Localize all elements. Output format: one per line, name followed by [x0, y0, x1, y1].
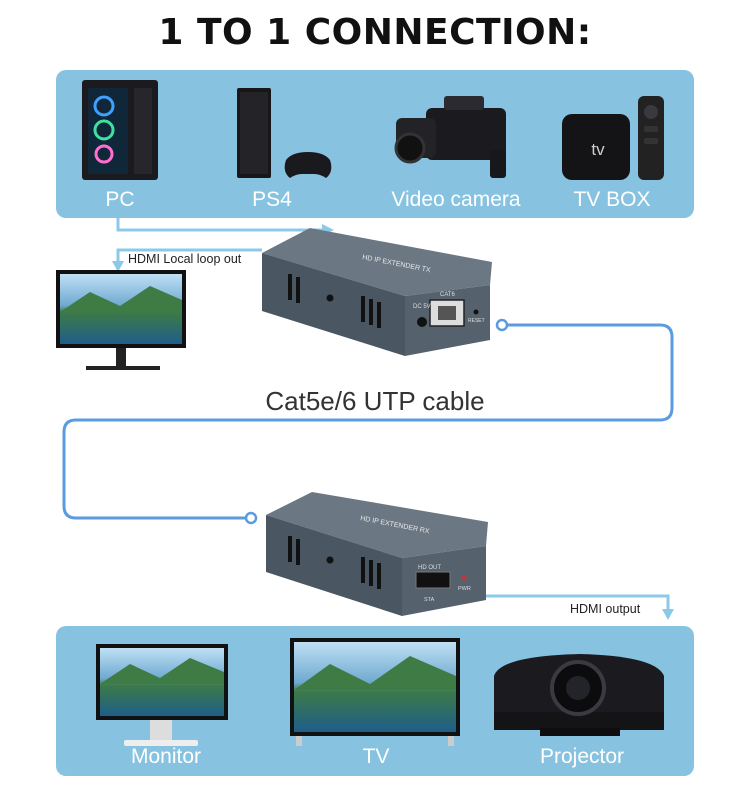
output-label-projector: Projector: [539, 745, 625, 768]
output-arrow-line: [478, 594, 670, 610]
loop-arrowhead: [112, 261, 124, 272]
loop-arrow-line: [116, 248, 262, 262]
cat-cable-line: [62, 323, 674, 520]
source-label-video-camera: Video camera: [391, 188, 521, 211]
tx-port-label: CAT6: [440, 292, 456, 298]
output-label-monitor: Monitor: [130, 745, 202, 768]
output-arrowhead: [662, 609, 674, 620]
transmitter-box: HD IP EXTENDER TX CAT6 DC 5V RESET: [262, 228, 492, 356]
page-title: 1 TO 1 CONNECTION:: [158, 12, 592, 53]
source-label-tv-box: TV BOX: [573, 188, 651, 211]
rx-hdmi-port: [415, 571, 451, 589]
loop-monitor-icon: [56, 270, 186, 370]
source-label-ps4: PS4: [252, 188, 292, 211]
hdmi-output-label: HDMI output: [570, 602, 641, 616]
tx-dc-jack: [417, 317, 427, 327]
monitor-icon: [96, 644, 228, 746]
receiver-box: HD IP EXTENDER RX HD OUT STA PWR: [266, 492, 488, 616]
ps4-console-icon: [237, 88, 332, 178]
tv-box-icon: tv: [562, 96, 664, 180]
cable-label: Cat5e/6 UTP cable: [265, 386, 485, 416]
loop-out-label: HDMI Local loop out: [128, 252, 242, 266]
tx-cable-connector: [495, 318, 509, 332]
output-label-tv: TV: [362, 745, 390, 768]
rx-pwr-label: PWR: [458, 586, 471, 592]
source-label-pc: PC: [105, 188, 135, 211]
input-arrow-line: [116, 218, 322, 232]
tx-dc-label: DC 5V: [413, 304, 431, 310]
rx-sta-label: STA: [424, 597, 435, 603]
pc-tower-icon: [82, 80, 158, 180]
projector-icon: [494, 654, 664, 736]
rx-hd-out-label: HD OUT: [418, 565, 441, 571]
video-camera-icon: [394, 96, 506, 178]
tv-icon: [290, 638, 460, 746]
tx-reset-label: RESET: [468, 318, 485, 324]
tv-box-logo: tv: [591, 140, 605, 159]
rx-cable-connector: [244, 511, 258, 525]
